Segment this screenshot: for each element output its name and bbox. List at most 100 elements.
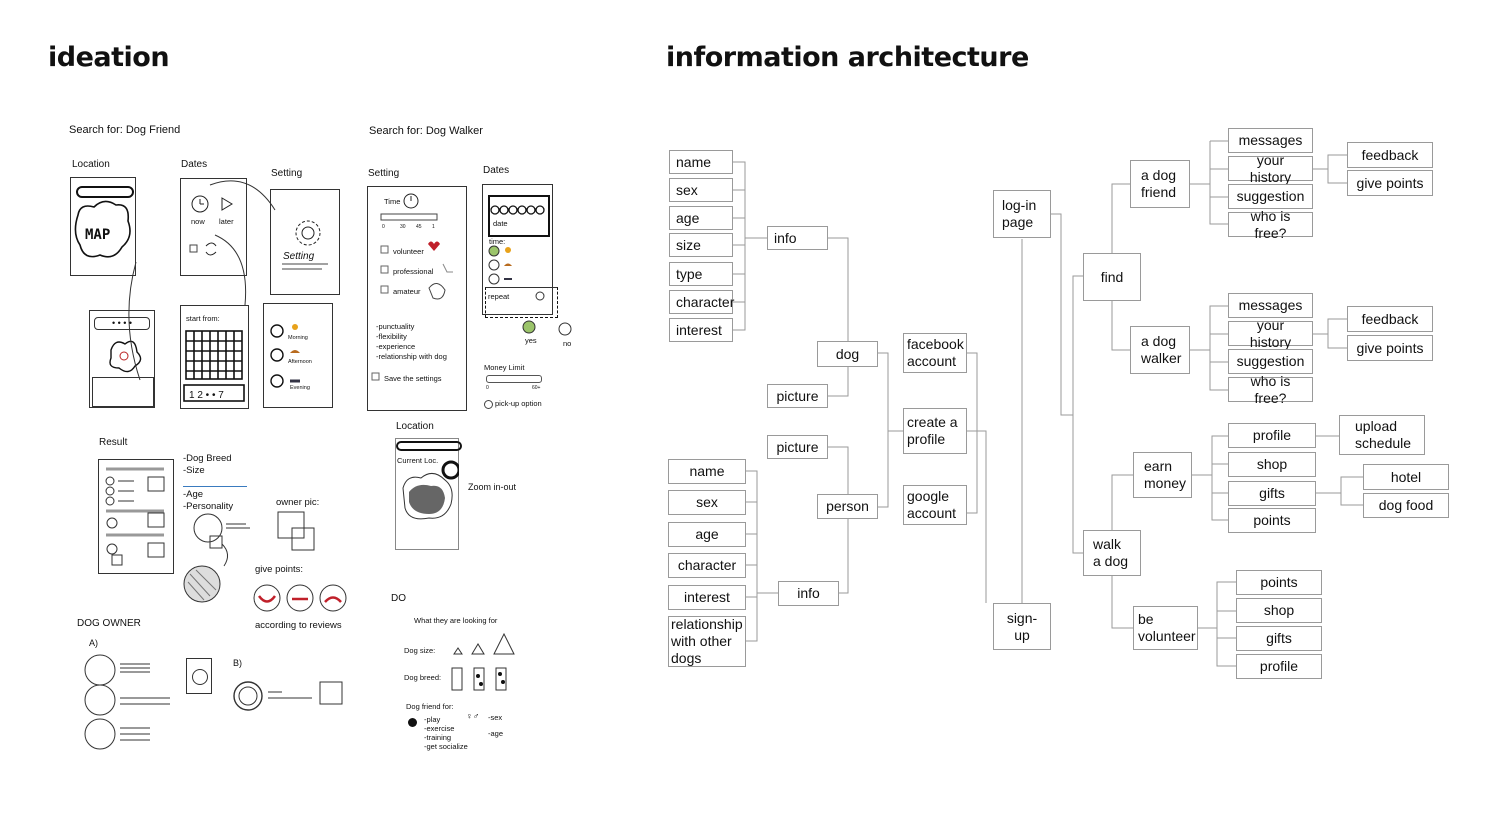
no-label: no xyxy=(563,339,572,348)
dog-friend-node: a dog friend xyxy=(1130,160,1190,208)
looking-for-label: What they are looking for xyxy=(414,616,498,625)
dog-attr-character: character xyxy=(669,290,734,314)
quality-punctuality: -punctuality xyxy=(376,322,415,331)
give-points-label: give points: xyxy=(255,564,304,575)
professional-option: professional xyxy=(393,267,434,276)
money-slider-sketch xyxy=(486,375,542,383)
dog-friend-for-label: Dog friend for: xyxy=(406,702,454,711)
calendar-screen-sketch: start from: 1 2 • • 7 xyxy=(180,305,249,409)
repeat-label: repeat xyxy=(488,292,510,301)
friend-history-node: your history xyxy=(1228,152,1313,185)
zoom-search-bar xyxy=(396,441,462,451)
person-attr-age: age xyxy=(668,522,746,547)
zoom-map-icon xyxy=(402,460,459,520)
sex-label: -sex xyxy=(488,713,503,722)
dog-breed-label: Dog breed: xyxy=(404,673,442,682)
paw-blob-icon xyxy=(109,340,142,373)
zoom-screen-sketch: Current Loc. xyxy=(395,438,462,550)
friend-dates-label: Dates xyxy=(181,159,208,170)
clock-icon xyxy=(189,195,233,256)
signup-node: sign-up xyxy=(993,603,1051,650)
option-a-label: A) xyxy=(89,638,98,648)
pickup-radio-sketch xyxy=(484,400,493,409)
map-blob-icon xyxy=(74,200,131,258)
walker-setting-label: Setting xyxy=(368,168,400,179)
walker-messages-node: messages xyxy=(1228,293,1313,318)
calendar-strip-text: 1 2 • • 7 xyxy=(189,390,224,401)
dog-food-node: dog food xyxy=(1363,493,1449,518)
facebook-account-node: facebook account xyxy=(903,333,967,373)
volunteer-option: volunteer xyxy=(393,247,424,256)
location-screen-sketch: MAP xyxy=(70,177,136,276)
start-from-label: start from: xyxy=(186,314,220,323)
dog-attr-size: size xyxy=(669,233,733,257)
person-attr-interest: interest xyxy=(668,585,746,610)
dog-attr-age: age xyxy=(669,206,733,230)
friend-location-label: Location xyxy=(72,159,110,170)
money-min-label: 0 xyxy=(486,385,489,391)
yes-no-radios xyxy=(522,320,572,336)
friend-messages-node: messages xyxy=(1228,128,1313,153)
owner-list-sketch xyxy=(84,654,170,750)
dog-attr-interest: interest xyxy=(669,318,733,342)
yes-label: yes xyxy=(525,336,537,345)
size-label: -Size xyxy=(183,465,205,476)
repeat-box xyxy=(485,287,558,318)
earn-money-node: earn money xyxy=(1133,452,1192,498)
person-node: person xyxy=(817,494,878,519)
friend-for-play: -play xyxy=(424,715,441,724)
later-label: later xyxy=(219,217,234,226)
result-label: Result xyxy=(99,437,128,448)
slider-tick-2: 45 xyxy=(416,224,422,230)
dog-info-box xyxy=(92,377,154,407)
friend-search-label: Search for: Dog Friend xyxy=(69,124,181,136)
money-max-label: 60+ xyxy=(532,385,541,391)
result-screen-sketch xyxy=(98,459,174,574)
be-volunteer-node: be volunteer xyxy=(1133,606,1198,650)
dog-profile-sketch: • • • • xyxy=(89,310,155,408)
zoom-label: Zoom in-out xyxy=(468,482,517,492)
gender-symbols-icon: ♀♂ xyxy=(466,711,480,721)
owner-pic-sketch xyxy=(183,511,315,603)
personality-label: -Personality xyxy=(183,501,234,512)
gear-icon xyxy=(282,220,328,270)
dog-attr-type: type xyxy=(669,262,733,286)
person-attr-sex: sex xyxy=(668,490,746,515)
radio-options-icon xyxy=(270,324,300,388)
friend-give-points-node: give points xyxy=(1347,170,1433,196)
age-label: -Age xyxy=(183,489,204,500)
earn-points-node: points xyxy=(1228,508,1316,533)
date-picker-sketch xyxy=(488,195,550,237)
date-label: date xyxy=(493,219,508,228)
now-label: now xyxy=(191,217,205,226)
evening-label: Evening xyxy=(290,385,310,391)
vol-profile-node: profile xyxy=(1236,654,1322,679)
setting-scribble: Setting xyxy=(283,251,315,262)
zoom-location-label: Location xyxy=(396,421,434,432)
person-info-node: info xyxy=(778,581,839,606)
walker-setting-marks xyxy=(371,193,453,381)
afternoon-label: Afternoon xyxy=(288,359,312,365)
dog-node: dog xyxy=(817,341,878,367)
pickup-label: pick-up option xyxy=(495,399,542,408)
vol-points-node: points xyxy=(1236,570,1322,595)
time-label: Time xyxy=(384,197,401,206)
rating-faces-icon xyxy=(253,584,347,612)
friend-for-exercise: -exercise xyxy=(424,724,455,733)
walker-dates-marks xyxy=(488,205,545,301)
dog-attr-name: name xyxy=(669,150,733,174)
dog-size-label: Dog size: xyxy=(404,646,436,655)
walker-give-points-node: give points xyxy=(1347,335,1433,361)
dates-screen-sketch: now later xyxy=(180,178,247,276)
morning-label: Morning xyxy=(288,335,308,341)
slider-tick-1: 30 xyxy=(400,224,406,230)
walker-setting-screen-sketch: Time 0 30 45 1 volunteer professional am… xyxy=(367,186,467,411)
slider-tick-0: 0 xyxy=(382,224,385,230)
dog-face-icon xyxy=(186,658,212,694)
according-label: according to reviews xyxy=(255,620,342,631)
person-attr-relationship: relationship with other dogs xyxy=(668,616,746,667)
owner-pic-label: owner pic: xyxy=(276,497,320,508)
google-account-node: google account xyxy=(903,485,967,525)
dog-breed-icons xyxy=(451,667,507,691)
dog-info-node: info xyxy=(767,226,828,250)
